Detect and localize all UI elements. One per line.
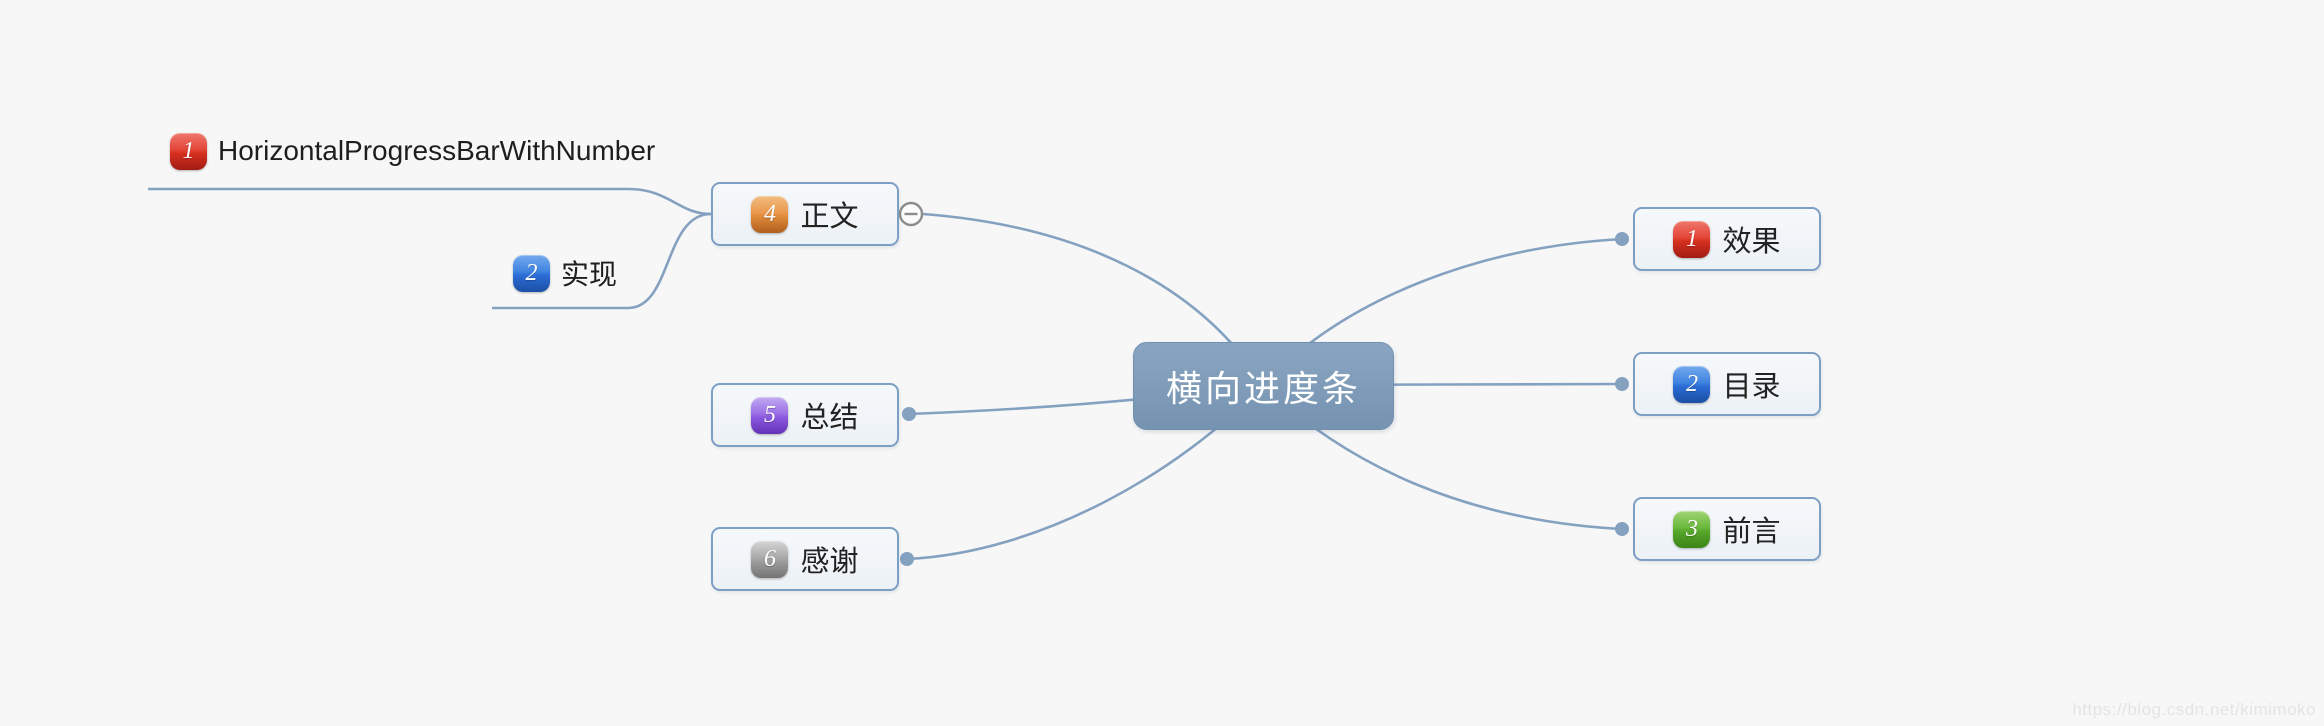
branch-dot-mulu <box>1615 377 1629 391</box>
watermark: https://blog.csdn.net/kimimoko <box>2072 700 2316 719</box>
branch-dot-xiaoguo <box>1615 232 1629 246</box>
priority-badge: 6 <box>751 540 789 578</box>
priority-badge: 2 <box>513 254 550 292</box>
topic-zongjie[interactable]: 5 总结 <box>711 383 899 447</box>
branch-dot-ganxie <box>900 552 914 566</box>
priority-badge: 5 <box>751 396 789 434</box>
priority-badge: 3 <box>1673 510 1711 548</box>
branch-dot-qianyan <box>1615 522 1629 536</box>
branch-line-subtopic-1 <box>148 187 712 216</box>
branch-line-subtopic-2 <box>492 212 712 310</box>
branch-dot-zongjie <box>902 407 916 421</box>
topic-mulu[interactable]: 2 目录 <box>1633 352 1821 416</box>
topic-label: 目录 <box>1722 371 1781 403</box>
root-topic-label: 横向进度条 <box>1165 368 1361 409</box>
priority-badge: 2 <box>1673 365 1711 403</box>
topic-ganxie[interactable]: 6 感谢 <box>711 527 899 591</box>
topic-xiaoguo[interactable]: 1 效果 <box>1633 207 1821 271</box>
priority-badge: 4 <box>751 195 789 233</box>
topic-label: 效果 <box>1722 226 1781 258</box>
priority-badge: 1 <box>1673 220 1711 258</box>
subtopic-horizontalprogressbar[interactable]: 1 HorizontalProgressBarWithNumber <box>170 132 655 170</box>
topic-qianyan[interactable]: 3 前言 <box>1633 497 1821 561</box>
subtopic-label: 实现 <box>561 259 618 290</box>
subtopic-shixian[interactable]: 2 实现 <box>513 254 617 292</box>
priority-badge: 1 <box>170 132 207 170</box>
topic-label: 前言 <box>1722 516 1781 548</box>
topic-label: 总结 <box>800 402 859 434</box>
topic-label: 感谢 <box>800 546 859 578</box>
subtopic-label: HorizontalProgressBarWithNumber <box>218 135 656 166</box>
collapse-button[interactable] <box>898 201 924 227</box>
root-topic[interactable]: 横向进度条 <box>1133 342 1394 430</box>
topic-zhengwen[interactable]: 4 正文 <box>711 182 899 246</box>
topic-label: 正文 <box>800 201 859 233</box>
